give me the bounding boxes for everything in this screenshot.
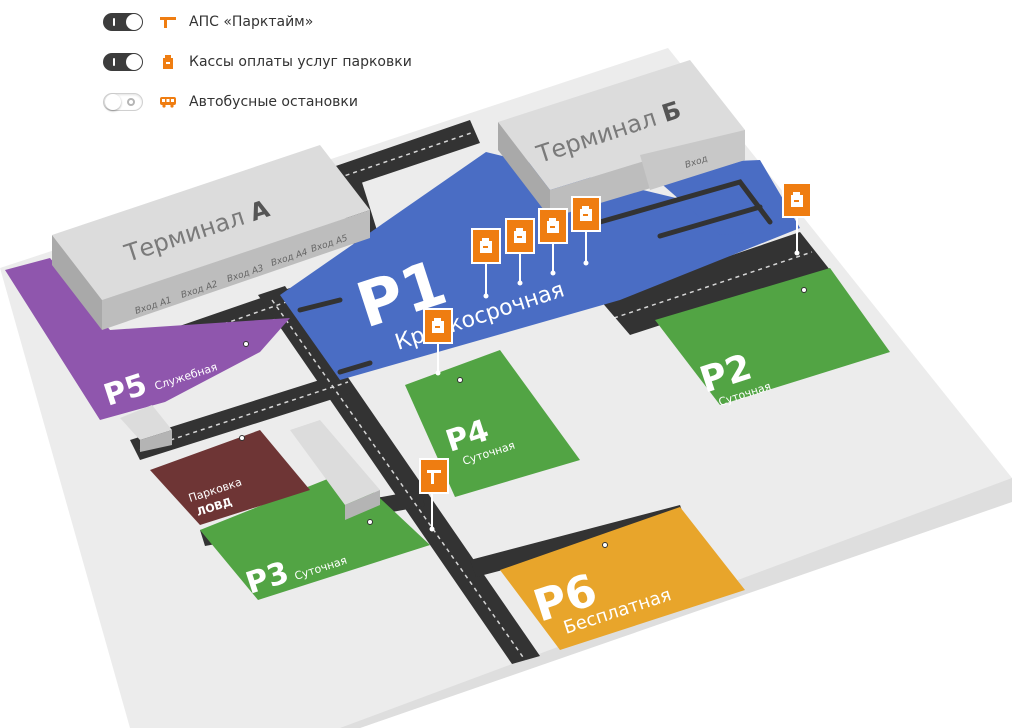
- terminal-a-building: [52, 145, 370, 330]
- cash-desk-icon: [159, 53, 177, 71]
- legend-label-cash: Кассы оплаты услуг парковки: [189, 54, 412, 70]
- road-p1-south: [600, 232, 830, 335]
- map-legend: АПС «Парктайм» Кассы оплаты услуг парков…: [103, 2, 412, 122]
- parking-p2-area[interactable]: [655, 268, 890, 405]
- parking-p6-area[interactable]: [500, 507, 745, 650]
- cash-desk-marker-4[interactable]: [571, 196, 601, 232]
- cash-desk-marker-2[interactable]: [505, 218, 535, 254]
- legend-label-aps: АПС «Парктайм»: [189, 14, 314, 30]
- cash-desk-marker-3[interactable]: [538, 208, 568, 244]
- parking-p5-area[interactable]: [5, 258, 290, 420]
- parking-lovd-area[interactable]: [150, 430, 310, 525]
- legend-item-bus[interactable]: Автобусные остановки: [103, 82, 412, 122]
- building-p3-side: [290, 420, 380, 520]
- legend-item-aps[interactable]: АПС «Парктайм»: [103, 2, 412, 42]
- cash-desk-marker-6[interactable]: [423, 308, 453, 344]
- road-p6: [470, 505, 686, 577]
- payment-terminal-icon: [159, 13, 177, 31]
- parking-p1-area[interactable]: [280, 152, 800, 380]
- cash-desk-marker-1[interactable]: [471, 228, 501, 264]
- aps-toggle[interactable]: [103, 13, 143, 31]
- aps-marker[interactable]: [419, 458, 449, 494]
- legend-label-bus: Автобусные остановки: [189, 94, 358, 110]
- bus-icon: [159, 93, 177, 111]
- cash-toggle[interactable]: [103, 53, 143, 71]
- cash-desk-marker-5[interactable]: [782, 182, 812, 218]
- legend-item-cash[interactable]: Кассы оплаты услуг парковки: [103, 42, 412, 82]
- building-p5-small: [120, 405, 172, 452]
- bus-toggle[interactable]: [103, 93, 143, 111]
